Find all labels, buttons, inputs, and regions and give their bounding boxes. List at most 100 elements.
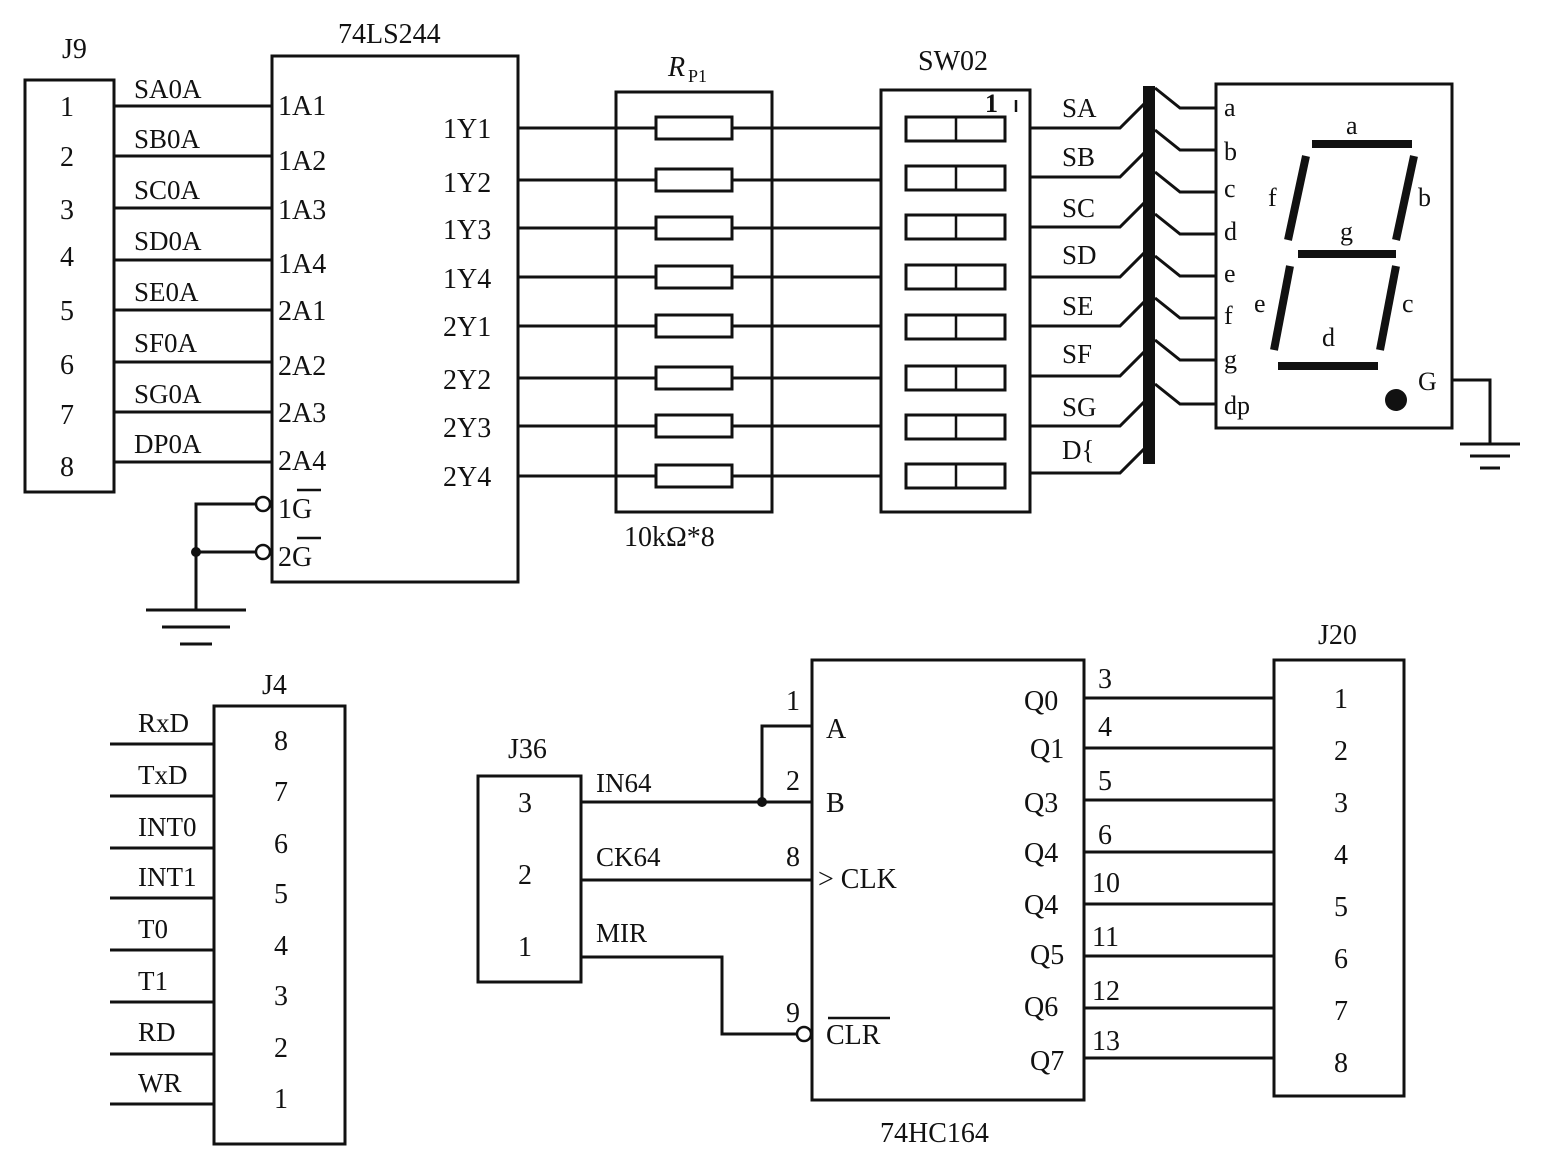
sw02-title: SW02 [918, 46, 988, 77]
ic-pin-label: 2A1 [278, 296, 326, 327]
ic-pin-label: 1Y2 [443, 168, 491, 199]
ic-pin-number: 10 [1092, 868, 1120, 899]
display-pin-label: a [1224, 93, 1236, 122]
ic-pin-number: 13 [1092, 1026, 1120, 1057]
net-label: SF [1062, 339, 1092, 369]
net-label: SA0A [134, 74, 202, 104]
ic-pin-label: 2Y2 [443, 365, 491, 396]
ic-pin-number: 8 [786, 842, 800, 873]
segment-label: b [1418, 183, 1431, 212]
j4-body [212, 704, 347, 1146]
ic-pin-label: > CLK [818, 864, 897, 895]
j20-pin: 3 [1334, 788, 1348, 819]
display-ground-net [1452, 378, 1520, 470]
net-label: SG0A [134, 379, 202, 409]
net-label: SD [1062, 240, 1097, 270]
net-label: SD0A [134, 226, 202, 256]
j9-pin: 1 [60, 92, 74, 123]
net-label: D{ [1062, 435, 1094, 465]
bus-to-display-wires [1154, 86, 1216, 406]
ic-pin-label: Q1 [1030, 734, 1064, 765]
ic-pin-label: 2A3 [278, 398, 326, 429]
j4-pin: 2 [274, 1033, 288, 1064]
ic-pin-label: 1A4 [278, 249, 326, 280]
j20-pin: 1 [1334, 684, 1348, 715]
segment-b [1392, 155, 1418, 241]
ic-pin-number: 3 [1098, 664, 1112, 695]
segment-label: c [1402, 289, 1414, 318]
resistor [654, 115, 734, 141]
j4-pin: 6 [274, 829, 288, 860]
j20-pin: 4 [1334, 840, 1348, 871]
j9-pin: 4 [60, 242, 74, 273]
segment-e [1270, 265, 1294, 351]
j9-pin: 6 [60, 350, 74, 381]
j9-title: J9 [62, 34, 87, 65]
ic-74ls244-body [270, 54, 520, 584]
connector-j36: J36 3 2 1 [476, 734, 583, 984]
j4-pin: 5 [274, 879, 288, 910]
ic-pin-label: CLR [826, 1020, 881, 1051]
ic-pin-label: 1Y3 [443, 215, 491, 246]
ic-74ls244-title: 74LS244 [338, 19, 441, 50]
net-label: SG [1062, 392, 1097, 422]
j9-pin: 2 [60, 142, 74, 173]
sw02-body [879, 88, 1032, 514]
net-label: IN64 [596, 768, 652, 798]
inversion-bubble [254, 543, 272, 561]
ic-pin-label: 2A4 [278, 446, 326, 477]
resistor [654, 215, 734, 241]
net-label: WR [138, 1068, 182, 1098]
ic-74ls244: 74LS244 1A1 1A2 1A3 1A4 2A1 2A2 2A3 2A4 … [254, 19, 520, 584]
ic-pin-label: 2Y4 [443, 462, 491, 493]
rp1-value: 10kΩ*8 [624, 522, 715, 553]
ic-pin-number: 2 [786, 766, 800, 797]
net-label: CK64 [596, 842, 661, 872]
ic-pin-number: 5 [1098, 766, 1112, 797]
resistor [654, 313, 734, 339]
j36-pin: 2 [518, 860, 532, 891]
ic-74hc164-body [810, 658, 1086, 1102]
ic-pin-number: 1 [786, 686, 800, 717]
resistor [654, 264, 734, 290]
ic-pin-number: 4 [1098, 712, 1112, 743]
seven-segment-display: a b c d e f g dp a b f g e c d G [1214, 82, 1454, 430]
net-label: SE0A [134, 277, 199, 307]
ic-pin-label: Q5 [1030, 940, 1064, 971]
j4-title: J4 [262, 670, 287, 701]
dip-switch-sw02: SW02 1 [879, 46, 1032, 514]
inversion-bubble [795, 1025, 813, 1043]
connector-j9: J9 1 2 3 4 5 6 7 8 [23, 34, 116, 494]
j20-pin: 5 [1334, 892, 1348, 923]
display-pin-label: dp [1224, 391, 1250, 420]
j9-pin: 8 [60, 452, 74, 483]
ic-pin-number: 12 [1092, 976, 1120, 1007]
segment-c [1376, 265, 1400, 351]
net-label: TxD [138, 760, 188, 790]
segment-dp [1385, 389, 1407, 411]
net-label: SC [1062, 193, 1095, 223]
resistor [654, 365, 734, 391]
sw02-to-bus-wires: SA SB SC SD SE SF SG D{ [1030, 93, 1150, 475]
244-to-rp1-wires [518, 126, 616, 478]
segment-label: f [1268, 183, 1277, 212]
ic-pin-number: 9 [786, 998, 800, 1029]
j20-pin: 6 [1334, 944, 1348, 975]
display-common-label: G [1418, 367, 1437, 396]
net-label: INT1 [138, 862, 196, 892]
net-label: T0 [138, 914, 168, 944]
ic-74hc164: 74HC164 1 2 8 9 A B > CLK CLR Q0 Q1 Q3 Q… [786, 658, 1086, 1149]
resistor [654, 413, 734, 439]
ic-pin-label: A [826, 714, 847, 745]
ic-pin-number: 6 [1098, 820, 1112, 851]
switch-cells [904, 115, 1007, 490]
ic-pin-label: B [826, 788, 845, 819]
j9-to-244-wires: SA0A SB0A SC0A SD0A SE0A SF0A SG0A DP0A [114, 74, 272, 464]
164-to-j20-wires: 3 4 5 6 10 11 12 13 [1084, 664, 1274, 1060]
j9-pin: 7 [60, 400, 74, 431]
j20-pin: 7 [1334, 996, 1348, 1027]
ic-pin-label: 1A1 [278, 91, 326, 122]
j20-title: J20 [1318, 620, 1357, 651]
net-label: SB0A [134, 124, 201, 154]
display-pin-label: d [1224, 217, 1237, 246]
